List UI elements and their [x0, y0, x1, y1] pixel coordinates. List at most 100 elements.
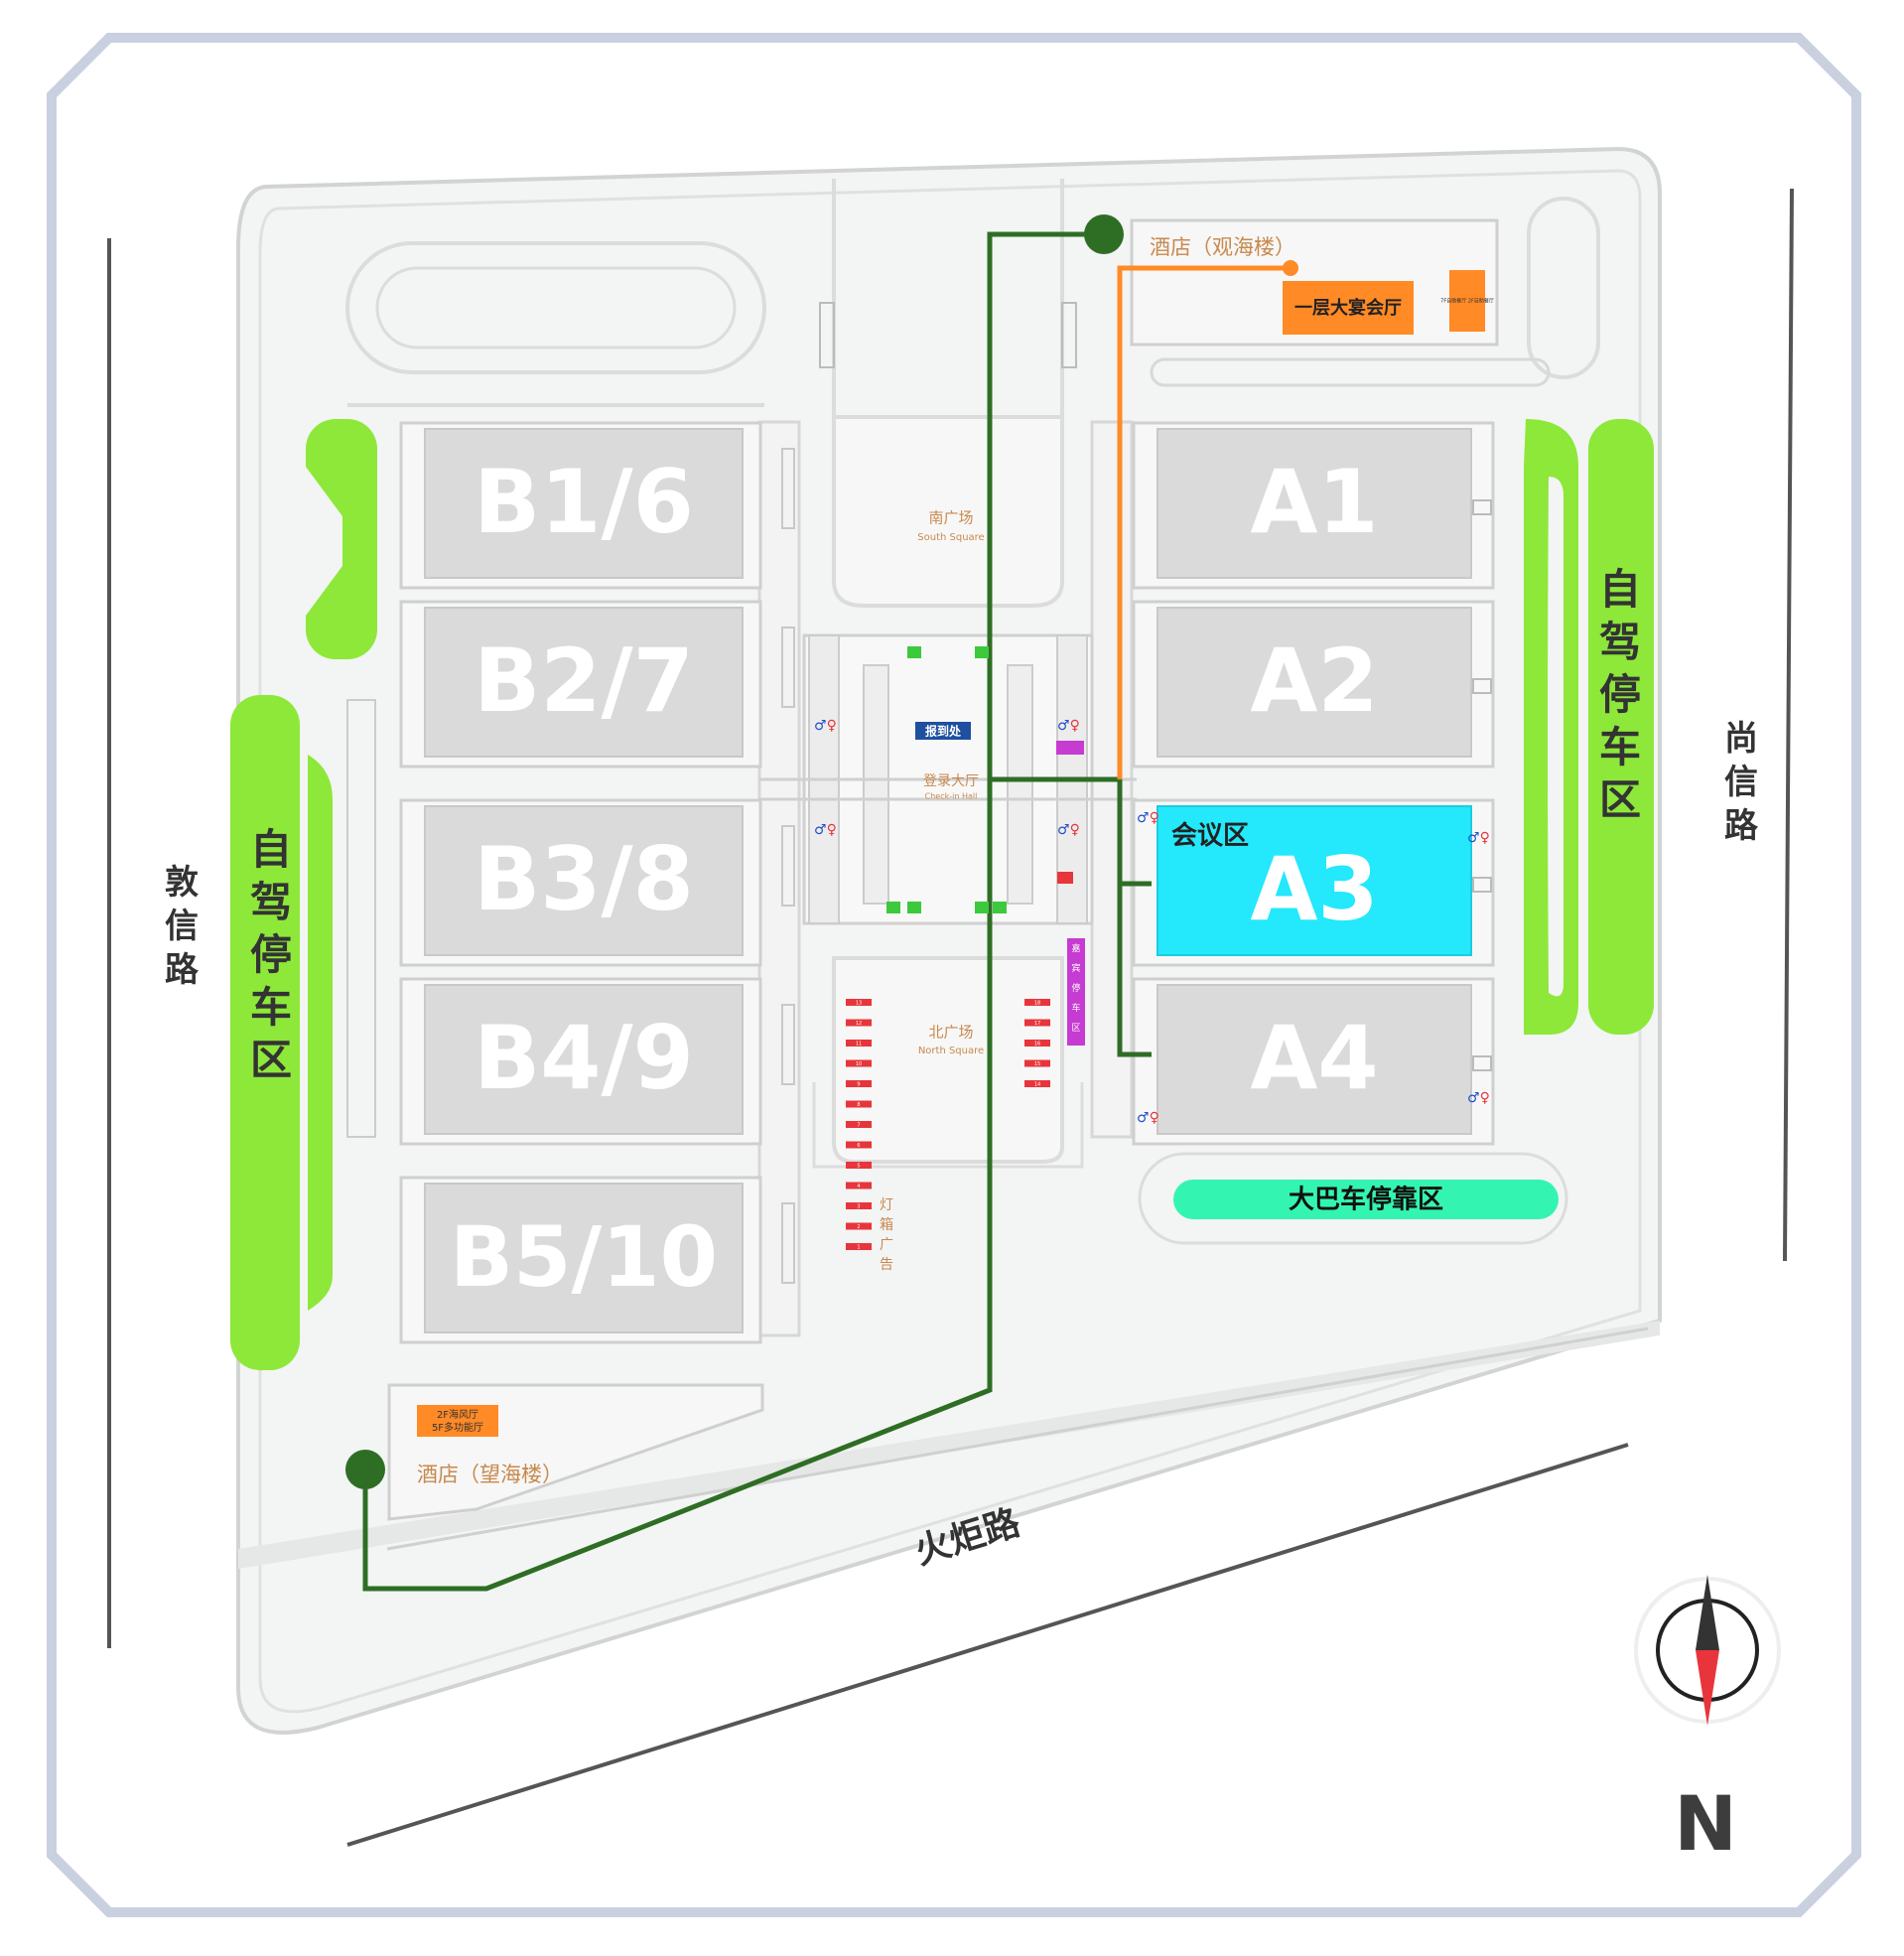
banquet-hall-box	[1283, 281, 1414, 335]
hall-a1-label: A1	[1250, 451, 1378, 553]
top-loop-inner	[375, 266, 737, 349]
lightbox-marker-number: 13	[856, 1001, 862, 1007]
parking-west	[230, 695, 300, 1370]
lightbox-marker: 16	[1024, 1040, 1050, 1048]
south-road-band	[238, 1321, 1660, 1569]
hall-group-b: B1/6B2/7B3/8B4/9B5/10	[399, 421, 795, 1344]
lightbox-marker: 4	[846, 1182, 872, 1189]
road-east-label-char: 信	[1724, 763, 1758, 802]
road-west-label-char: 路	[165, 950, 200, 990]
lightbox-marker-number: 18	[1034, 1001, 1040, 1007]
hall-b2-door	[781, 627, 795, 708]
hall-a2-gate	[1472, 678, 1492, 694]
lightbox-marker-number: 2	[857, 1224, 860, 1230]
route-stop-south	[345, 1450, 385, 1489]
lightbox-marker: 9	[846, 1080, 872, 1088]
lightbox-marker: 5	[846, 1162, 872, 1170]
parking-east-label-char: 区	[1599, 775, 1641, 824]
hotel-south-small-box	[417, 1405, 498, 1437]
parking-east-label-char: 自	[1599, 565, 1641, 614]
registration-box	[915, 722, 971, 740]
restroom-icon: ♂♀	[1467, 830, 1490, 846]
green-route	[362, 231, 1104, 1592]
lightbox-marker: 7	[846, 1121, 872, 1129]
lightbox-marker-box	[1024, 999, 1050, 1006]
hall-a1-gate	[1472, 499, 1492, 515]
hall-a3-body	[1156, 805, 1472, 956]
hotel-south-small-label-1: 2F海风厅	[437, 1408, 478, 1421]
south-square-label: 南广场	[928, 509, 973, 527]
hall-b1-body	[424, 428, 744, 579]
north-square-label: 北广场	[928, 1024, 973, 1042]
lightbox-marker-box	[846, 1019, 872, 1027]
vip-parking-label-char: 停	[1071, 982, 1080, 994]
lightbox-marker: 15	[1024, 1059, 1050, 1067]
lightbox-marker-number: 17	[1034, 1021, 1040, 1027]
road-west-label: 敦信路	[165, 863, 200, 990]
parking-east-label-char: 车	[1599, 723, 1641, 771]
lightbox-marker-box	[1024, 1040, 1050, 1047]
south-road-edge	[386, 1327, 1649, 1551]
parking-east-inner-cut	[1548, 477, 1564, 997]
restroom-icon: ♂♀	[814, 718, 837, 734]
vip-parking-label-char: 区	[1071, 1023, 1080, 1034]
lightbox-marker-box	[846, 1100, 872, 1108]
lightbox-marker: 10	[846, 1059, 872, 1067]
lightbox-marker: 12	[846, 1019, 872, 1027]
hall-b3-body	[424, 805, 744, 956]
site-inner-road	[258, 169, 1642, 1714]
hall-a4-label: A4	[1250, 1007, 1378, 1109]
parking-west-label-char: 自	[250, 825, 292, 874]
checkin-hall-label-en: Check-in Hall	[925, 792, 978, 801]
orange-route	[1117, 265, 1291, 779]
road-south-line-1	[346, 1443, 1629, 1847]
west-service-road	[346, 699, 376, 1138]
hall-a2-body	[1156, 607, 1472, 758]
lightbox-marker-number: 4	[857, 1184, 860, 1189]
hotel-north-road	[1150, 357, 1551, 387]
parking-west-inner	[308, 755, 333, 1311]
hall-b3-label: B3/8	[474, 828, 694, 930]
vip-room-box	[1056, 741, 1084, 755]
hall-a2-label: A2	[1250, 629, 1378, 732]
restroom-icon: ♂♀	[1137, 810, 1159, 826]
lightbox-marker-number: 14	[1034, 1082, 1040, 1088]
lightbox-label-char: 告	[880, 1257, 893, 1273]
meeting-area-label: 会议区	[1171, 821, 1249, 851]
restroom-icon: ♂♀	[1057, 718, 1080, 734]
compass-needle-south	[1696, 1650, 1719, 1726]
parking-west-label-char: 区	[250, 1036, 292, 1084]
north-letter: N	[1674, 1779, 1737, 1868]
hall-b5-label: B5/10	[450, 1208, 718, 1306]
restroom-icons: ♂♀ ♂♀ ♂♀ ♂♀ ♂♀ ♂♀ ♂♀ ♂♀	[814, 718, 1490, 1126]
lightbox-marker-box	[846, 1222, 872, 1230]
parking-east-label-char: 驾	[1599, 618, 1641, 666]
hotel-north-small-box	[1449, 270, 1485, 332]
registration-label: 报到处	[925, 724, 962, 739]
north-square	[832, 956, 1064, 1164]
orange-route-endpoint	[1283, 260, 1298, 276]
hotel-north-small-label: 7F自助餐厅 2F自助餐厅	[1440, 298, 1494, 305]
hall-a4-body	[1156, 984, 1472, 1135]
parking-west-label-char: 车	[250, 983, 292, 1032]
top-loop	[345, 241, 766, 374]
road-west-label-char: 敦	[165, 863, 199, 903]
road-west-label-char: 信	[165, 907, 199, 946]
checkin-hall-label: 登录大厅	[923, 773, 979, 789]
restroom-icon: ♂♀	[1057, 822, 1080, 838]
lightbox-marker: 6	[846, 1141, 872, 1149]
hall-a3-gate	[1472, 877, 1492, 893]
lightbox-right-column: 18 17 16 15 14	[1024, 999, 1050, 1088]
lightbox-marker-box	[846, 1080, 872, 1087]
hotel-north-label: 酒店（观海楼）	[1150, 235, 1295, 259]
road-east-label-char: 路	[1724, 806, 1759, 846]
lightbox-marker: 14	[1024, 1080, 1050, 1088]
lightbox-marker: 11	[846, 1040, 872, 1048]
hall-b2: B2/7	[399, 600, 795, 768]
exit-markers	[886, 646, 1007, 913]
lightbox-marker-number: 3	[857, 1204, 860, 1210]
bus-parking-pill	[1173, 1180, 1559, 1219]
